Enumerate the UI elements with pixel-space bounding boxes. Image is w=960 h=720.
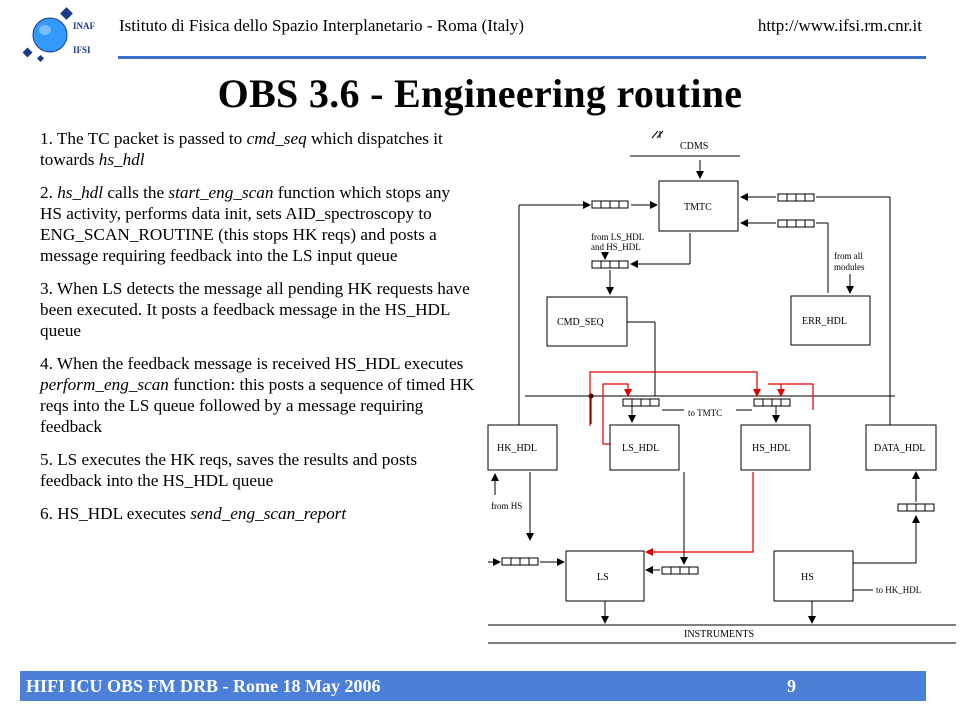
function-name: hs_hdl	[57, 183, 104, 202]
step-text: LS executes the HK reqs, saves the resul…	[40, 450, 418, 490]
label-hs-hdl: HS_HDL	[752, 443, 790, 454]
step-number: 4.	[40, 354, 53, 373]
step-text: HS_HDL executes	[57, 504, 191, 523]
footer-bar	[20, 671, 926, 701]
steps-list: 1. The TC packet is passed to cmd_seq wh…	[40, 128, 476, 536]
step-text: When the feedback message is received HS…	[56, 354, 464, 373]
step-text: When LS detects the message all pending …	[40, 279, 470, 340]
logo-text-inaf: INAF	[73, 21, 96, 31]
institute-url[interactable]: http://www.ifsi.rm.cnr.it	[757, 16, 922, 35]
step-text: The TC packet is passed to	[56, 129, 247, 148]
step-number: 3.	[40, 279, 53, 298]
label-from-ls-hs-2: and HS_HDL	[591, 242, 641, 252]
step-number: 1.	[40, 129, 53, 148]
label-from-all-1: from all	[834, 251, 863, 261]
red-path-ls-to-hs	[589, 371, 761, 426]
block-ls-hdl	[609, 424, 680, 471]
block-err-hdl	[790, 295, 871, 346]
slide-title: OBS 3.6 - Engineering routine	[217, 71, 743, 116]
label-ls: LS	[597, 572, 609, 583]
step-5: 5. LS executes the HK reqs, saves the re…	[40, 449, 476, 491]
label-cmd-seq: CMD_SEQ	[557, 317, 604, 328]
block-hs	[773, 550, 854, 602]
step-1: 1. The TC packet is passed to cmd_seq wh…	[40, 128, 476, 170]
label-hs: HS	[801, 572, 814, 583]
function-name: start_eng_scan	[168, 183, 274, 202]
block-tmtc	[658, 180, 739, 232]
step-2: 2. hs_hdl calls the start_eng_scan funct…	[40, 182, 476, 266]
function-name: cmd_seq	[246, 129, 307, 148]
label-tmtc: TMTC	[684, 202, 712, 213]
function-name: send_eng_scan_report	[190, 504, 347, 523]
step-number: 6.	[40, 504, 53, 523]
step-number: 5.	[40, 450, 53, 469]
step-number: 2.	[40, 183, 53, 202]
step-3: 3. When LS detects the message all pendi…	[40, 278, 476, 341]
label-from-ls-hs-1: from LS_HDL	[591, 232, 644, 242]
footer-text: HIFI ICU OBS FM DRB - Rome 18 May 2006	[26, 676, 381, 696]
label-to-tmtc: to TMTC	[688, 408, 722, 418]
step-text: function which stops any HS activity, pe…	[40, 183, 451, 265]
step-text: which dispatches it towards	[40, 129, 443, 169]
red-path-hs-to-ls	[645, 472, 754, 556]
label-data-hdl: DATA_HDL	[874, 443, 925, 454]
institute-name: Istituto di Fisica dello Spazio Interpla…	[119, 16, 525, 35]
step-text: calls the	[103, 183, 169, 202]
function-name: hs_hdl	[98, 150, 145, 169]
step-6: 6. HS_HDL executes send_eng_scan_report	[40, 503, 476, 524]
label-to-hk-hdl: to HK_HDL	[876, 585, 921, 595]
step-4: 4. When the feedback message is received…	[40, 353, 476, 437]
label-from-all-2: modules	[834, 262, 865, 272]
label-ls-hdl: LS_HDL	[622, 443, 659, 454]
logo-text-ifsi: IFSI	[73, 45, 91, 55]
label-err-hdl: ERR_HDL	[802, 316, 847, 327]
block-data-hdl	[865, 424, 937, 471]
step-text: function: this posts a sequence of timed…	[40, 375, 475, 436]
page-number: 9	[787, 676, 796, 696]
function-name: perform_eng_scan	[40, 375, 169, 394]
block-hk-hdl	[487, 424, 558, 471]
block-ls	[565, 550, 645, 602]
inaf-ifsi-logo: INAF IFSI	[22, 7, 96, 63]
block-hs-hdl	[740, 424, 811, 471]
header-rule	[118, 56, 926, 59]
label-instruments: INSTRUMENTS	[684, 629, 754, 640]
block-cmd-seq	[546, 296, 628, 347]
label-from-hs: from HS	[491, 501, 522, 511]
label-cdms: CDMS	[680, 141, 708, 152]
label-hk-hdl: HK_HDL	[497, 443, 537, 454]
